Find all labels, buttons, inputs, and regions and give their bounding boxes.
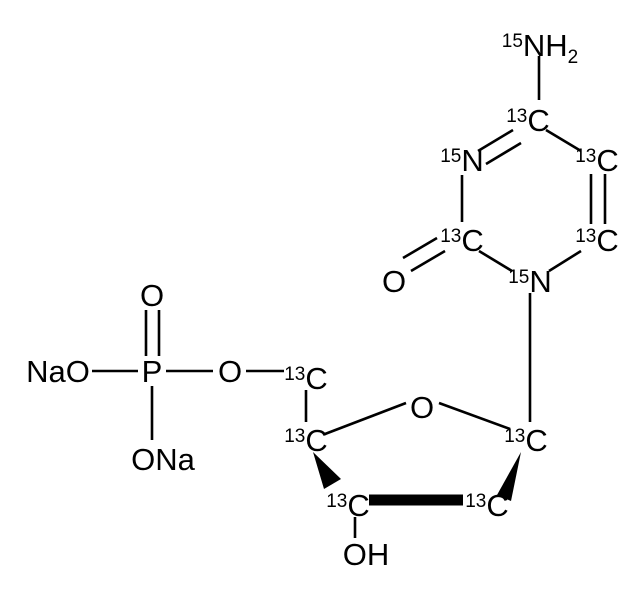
label-sugar-c2-isotope: 13: [465, 491, 486, 512]
bond-c1-c2-wedge: [497, 452, 521, 501]
label-sugar-c5-isotope: 13: [284, 364, 305, 385]
bond-c4-ring-o: [324, 401, 407, 436]
label-sugar-c4-isotope: 13: [284, 426, 305, 447]
label-sugar-c2: 13C: [465, 488, 509, 523]
label-base-c2: 13C: [440, 223, 484, 258]
label-sugar-c1-element: C: [525, 423, 547, 458]
label-amine-element: N: [523, 28, 545, 63]
label-base-n1: 15N: [508, 264, 552, 299]
label-sugar-c4-element: C: [305, 423, 327, 458]
label-base-c5: 13C: [575, 143, 619, 178]
label-amine: 15NH2: [502, 28, 579, 68]
label-sugar-c1-isotope: 13: [504, 426, 525, 447]
label-phosphorus: P: [142, 354, 163, 389]
label-amine-isotope: 15: [502, 31, 523, 52]
label-sugar-c3: 13C: [326, 488, 370, 523]
phosphate-group: P O NaO ONa O: [26, 278, 284, 477]
label-base-c2-isotope: 13: [440, 226, 461, 247]
label-sugar-c4: 13C: [284, 423, 328, 458]
label-phosphate-double-oxygen: O: [140, 278, 164, 313]
label-base-c6-isotope: 13: [575, 226, 596, 247]
label-amine-rest: H: [545, 28, 567, 63]
label-sugar-ring-oxygen: O: [410, 390, 434, 425]
bond-c2-o-a: [410, 249, 446, 273]
label-base-c5-element: C: [596, 143, 618, 178]
bond-c4-n3-a: [477, 128, 514, 153]
deoxyribose-sugar-group: 13C 13C O 13C 13C 13C OH: [284, 361, 548, 572]
label-sugar-c5: 13C: [284, 361, 328, 396]
label-base-c2-element: C: [461, 223, 483, 258]
label-base-n3-isotope: 15: [440, 146, 461, 167]
label-base-n1-element: N: [529, 264, 551, 299]
bond-c2-o-b: [402, 236, 438, 260]
cytosine-base-group: 15NH2 13C 15N 13C 13C 13C 15N O: [382, 28, 619, 422]
label-base-c4-element: C: [527, 103, 549, 138]
label-base-c6: 13C: [575, 223, 619, 258]
label-base-c6-element: C: [596, 223, 618, 258]
label-sodium-oxide-left: NaO: [26, 354, 90, 389]
label-base-c4: 13C: [506, 103, 550, 138]
label-sodium-oxide-bottom: ONa: [131, 442, 196, 477]
label-base-c4-isotope: 13: [506, 106, 527, 127]
label-sugar-c2-element: C: [486, 488, 508, 523]
bond-c4-c5: [545, 128, 582, 153]
bond-c4-n3-b: [485, 141, 522, 166]
label-hydroxyl: OH: [343, 537, 390, 572]
bond-ring-o-c1: [438, 401, 511, 431]
label-base-n3-element: N: [461, 143, 483, 178]
label-base-n3: 15N: [440, 143, 484, 178]
bond-c2-n1: [478, 249, 513, 273]
bond-c6-n1: [548, 249, 582, 273]
label-sugar-c1: 13C: [504, 423, 548, 458]
label-bridge-oxygen: O: [218, 354, 242, 389]
label-base-n1-isotope: 15: [508, 267, 529, 288]
label-sugar-c3-element: C: [347, 488, 369, 523]
label-base-c5-isotope: 13: [575, 146, 596, 167]
label-amine-sub: 2: [568, 47, 579, 68]
label-carbonyl-oxygen: O: [382, 264, 406, 299]
label-sugar-c3-isotope: 13: [326, 491, 347, 512]
bond-c4-c3-wedge: [313, 452, 341, 489]
label-sugar-c5-element: C: [305, 361, 327, 396]
